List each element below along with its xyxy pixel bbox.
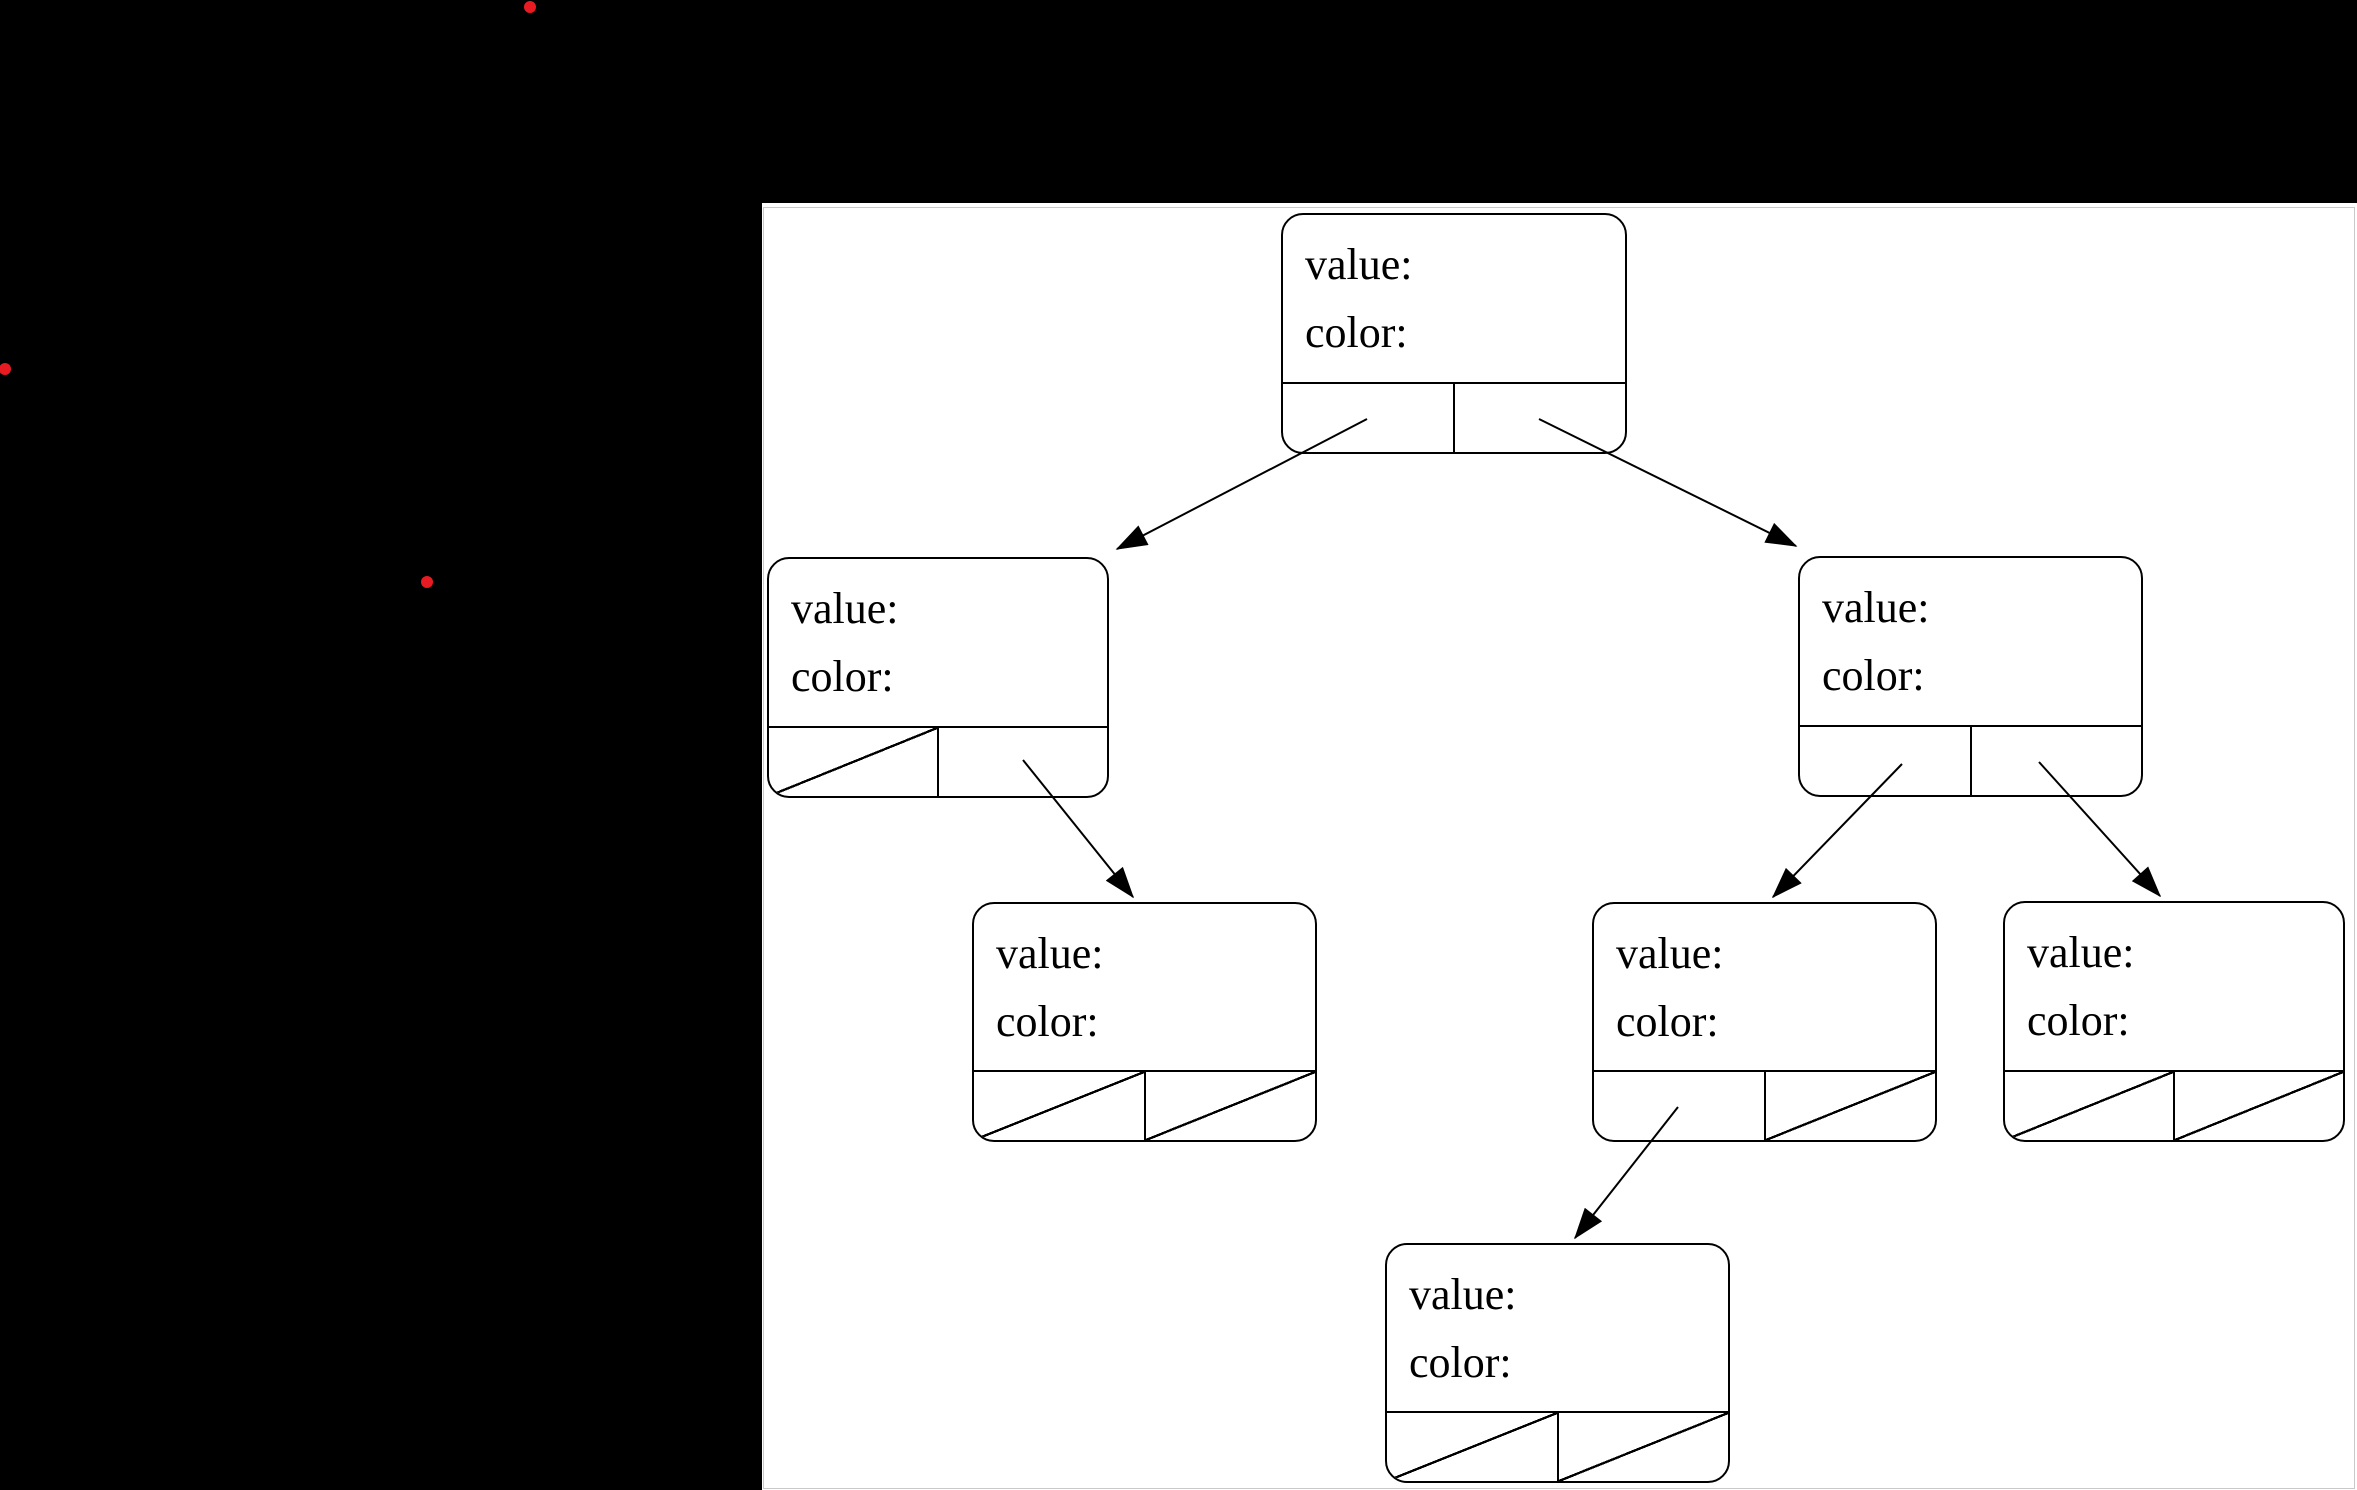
value-field-label: value:: [791, 584, 899, 633]
null-pointer-slash: [2175, 1072, 2343, 1140]
null-pointer-slash: [1387, 1413, 1557, 1481]
left-pointer-cell: [974, 1072, 1146, 1140]
left-pointer-cell: [1594, 1072, 1766, 1140]
value-field-label: value:: [2027, 928, 2135, 977]
right-pointer-cell: [1765, 1072, 1935, 1140]
value-field-label: value:: [996, 929, 1104, 978]
null-pointer-slash: [1558, 1413, 1728, 1481]
color-field-label: color:: [1409, 1338, 1512, 1387]
tree-node-right-left: value: color:: [1592, 902, 1937, 1142]
annotation-dot-1: [524, 1, 536, 13]
tree-node-right-right: value: color:: [2003, 901, 2345, 1142]
tree-node-root: value: color:: [1281, 213, 1627, 454]
right-pointer-cell: [1455, 384, 1625, 452]
tree-node-right: value: color:: [1798, 556, 2143, 797]
pointer-row: [769, 726, 1107, 796]
left-pointer-cell: [769, 728, 939, 796]
right-pointer-cell: [2175, 1072, 2343, 1140]
annotation-dot-2: [0, 363, 11, 375]
right-pointer-cell: [1145, 1072, 1315, 1140]
color-field-label: color:: [1305, 308, 1408, 357]
tree-node-left-right: value: color:: [972, 902, 1317, 1142]
pointer-row: [2005, 1070, 2343, 1140]
tree-node-right-left-left: value: color:: [1385, 1243, 1730, 1483]
value-field-label: value:: [1409, 1270, 1517, 1319]
tree-node-left: value: color:: [767, 557, 1109, 798]
null-pointer-slash: [974, 1072, 1144, 1140]
value-field-label: value:: [1305, 240, 1413, 289]
color-field-label: color:: [2027, 996, 2130, 1045]
left-pointer-cell: [1283, 384, 1455, 452]
null-pointer-slash: [1145, 1072, 1315, 1140]
pointer-row: [1800, 725, 2141, 795]
value-field-label: value:: [1822, 583, 1930, 632]
left-pointer-cell: [1800, 727, 1972, 795]
null-pointer-slash: [1765, 1072, 1935, 1140]
color-field-label: color:: [1822, 651, 1925, 700]
null-pointer-slash: [2005, 1072, 2173, 1140]
color-field-label: color:: [791, 652, 894, 701]
annotation-dot-3: [421, 576, 433, 588]
color-field-label: color:: [1616, 997, 1719, 1046]
right-pointer-cell: [939, 728, 1107, 796]
pointer-row: [1594, 1070, 1935, 1140]
left-pointer-cell: [2005, 1072, 2175, 1140]
pointer-row: [1283, 382, 1625, 452]
left-pointer-cell: [1387, 1413, 1559, 1481]
right-pointer-cell: [1972, 727, 2142, 795]
pointer-row: [1387, 1411, 1728, 1481]
right-pointer-cell: [1558, 1413, 1728, 1481]
null-pointer-slash: [769, 728, 937, 796]
color-field-label: color:: [996, 997, 1099, 1046]
pointer-row: [974, 1070, 1315, 1140]
value-field-label: value:: [1616, 929, 1724, 978]
